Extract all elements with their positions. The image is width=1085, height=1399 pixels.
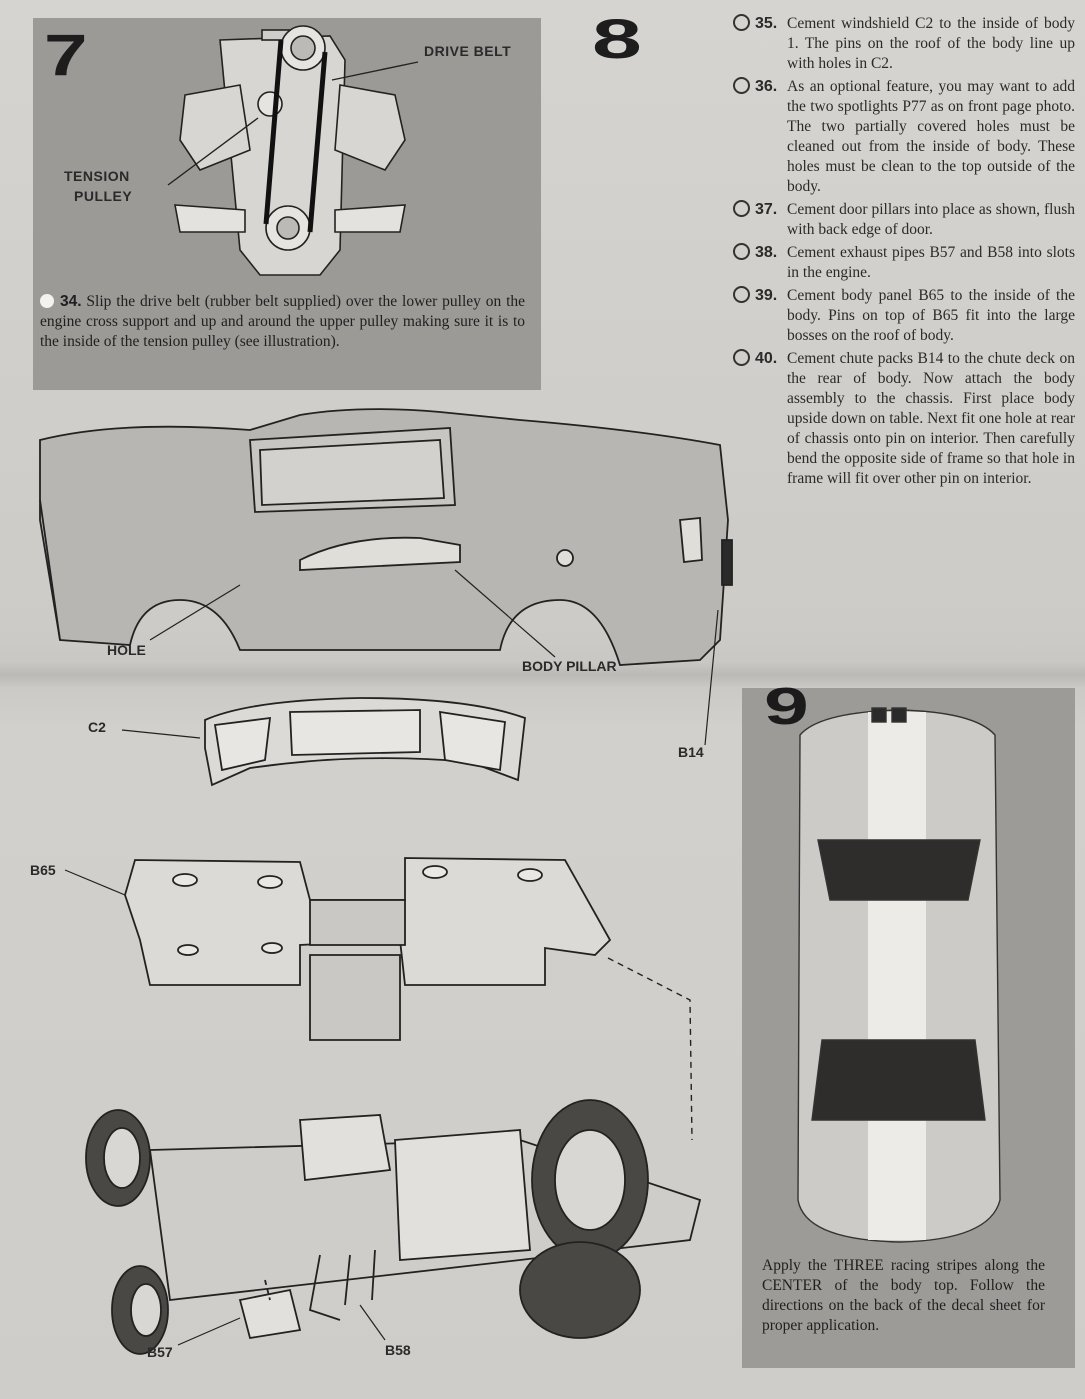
instructions-list: 35. Cement windshield C2 to the inside of… xyxy=(733,14,1075,492)
instruction-number: 37. xyxy=(755,201,778,218)
instruction-34-number: 34. xyxy=(60,293,82,310)
instruction-35: 35. Cement windshield C2 to the inside of… xyxy=(733,14,1075,74)
instruction-37: 37. Cement door pillars into place as sho… xyxy=(733,200,1075,240)
car-body-illustration xyxy=(39,408,733,746)
instruction-38: 38. Cement exhaust pipes B57 and B58 into… xyxy=(733,243,1075,283)
b65-label: B65 xyxy=(30,862,56,878)
instruction-text: Cement chute packs B14 to the chute deck… xyxy=(787,350,1075,487)
engine-drive-belt-illustration xyxy=(167,25,419,276)
instruction-text: Cement exhaust pipes B57 and B58 into sl… xyxy=(787,244,1075,281)
instruction-39: 39. Cement body panel B65 to the inside o… xyxy=(733,286,1075,346)
checkbox-circle-icon[interactable] xyxy=(733,200,750,217)
body-panel-b65-illustration xyxy=(64,857,693,1141)
checkbox-circle-icon[interactable] xyxy=(733,286,750,303)
instruction-40: 40. Cement chute packs B14 to the chute d… xyxy=(733,349,1075,489)
instruction-36: 36. As an optional feature, you may want … xyxy=(733,77,1075,197)
page-fold xyxy=(0,662,1085,688)
instruction-number: 38. xyxy=(755,244,778,261)
checkbox-circle-icon[interactable] xyxy=(733,14,750,31)
instruction-number: 39. xyxy=(755,287,778,304)
b57-label: B57 xyxy=(147,1344,173,1360)
instruction-text: Cement windshield C2 to the inside of bo… xyxy=(787,15,1075,72)
hole-label: HOLE xyxy=(107,642,146,658)
instruction-34: 34. Slip the drive belt (rubber belt sup… xyxy=(40,292,525,352)
tension-label: TENSION xyxy=(64,168,130,184)
body-pillar-label: BODY PILLAR xyxy=(522,658,617,674)
step-8-number: 8 xyxy=(592,7,642,70)
car-top-view-illustration xyxy=(797,707,1001,1243)
pulley-label: PULLEY xyxy=(74,188,133,204)
step-9-number: 9 xyxy=(764,678,809,736)
b58-label: B58 xyxy=(385,1342,411,1358)
instruction-text: Cement body panel B65 to the inside of t… xyxy=(787,287,1075,344)
drive-belt-label: DRIVE BELT xyxy=(424,43,512,59)
instruction-34-text: Slip the drive belt (rubber belt supplie… xyxy=(40,293,526,350)
checkbox-circle-icon[interactable] xyxy=(733,243,750,260)
b14-label: B14 xyxy=(678,744,704,760)
instruction-number: 35. xyxy=(755,15,778,32)
step-7-number: 7 xyxy=(44,23,88,88)
instruction-text: Cement door pillars into place as shown,… xyxy=(787,201,1075,238)
chassis-illustration xyxy=(85,1099,702,1355)
instruction-number: 40. xyxy=(755,350,778,367)
bullet-icon xyxy=(40,294,54,308)
checkbox-circle-icon[interactable] xyxy=(733,349,750,366)
checkbox-circle-icon[interactable] xyxy=(733,77,750,94)
instruction-number: 36. xyxy=(755,78,778,95)
windshield-c2-illustration xyxy=(121,697,526,787)
instruction-text: As an optional feature, you may want to … xyxy=(787,78,1075,195)
step-9-caption: Apply the THREE racing stripes along the… xyxy=(762,1257,1045,1334)
c2-label: C2 xyxy=(88,719,106,735)
